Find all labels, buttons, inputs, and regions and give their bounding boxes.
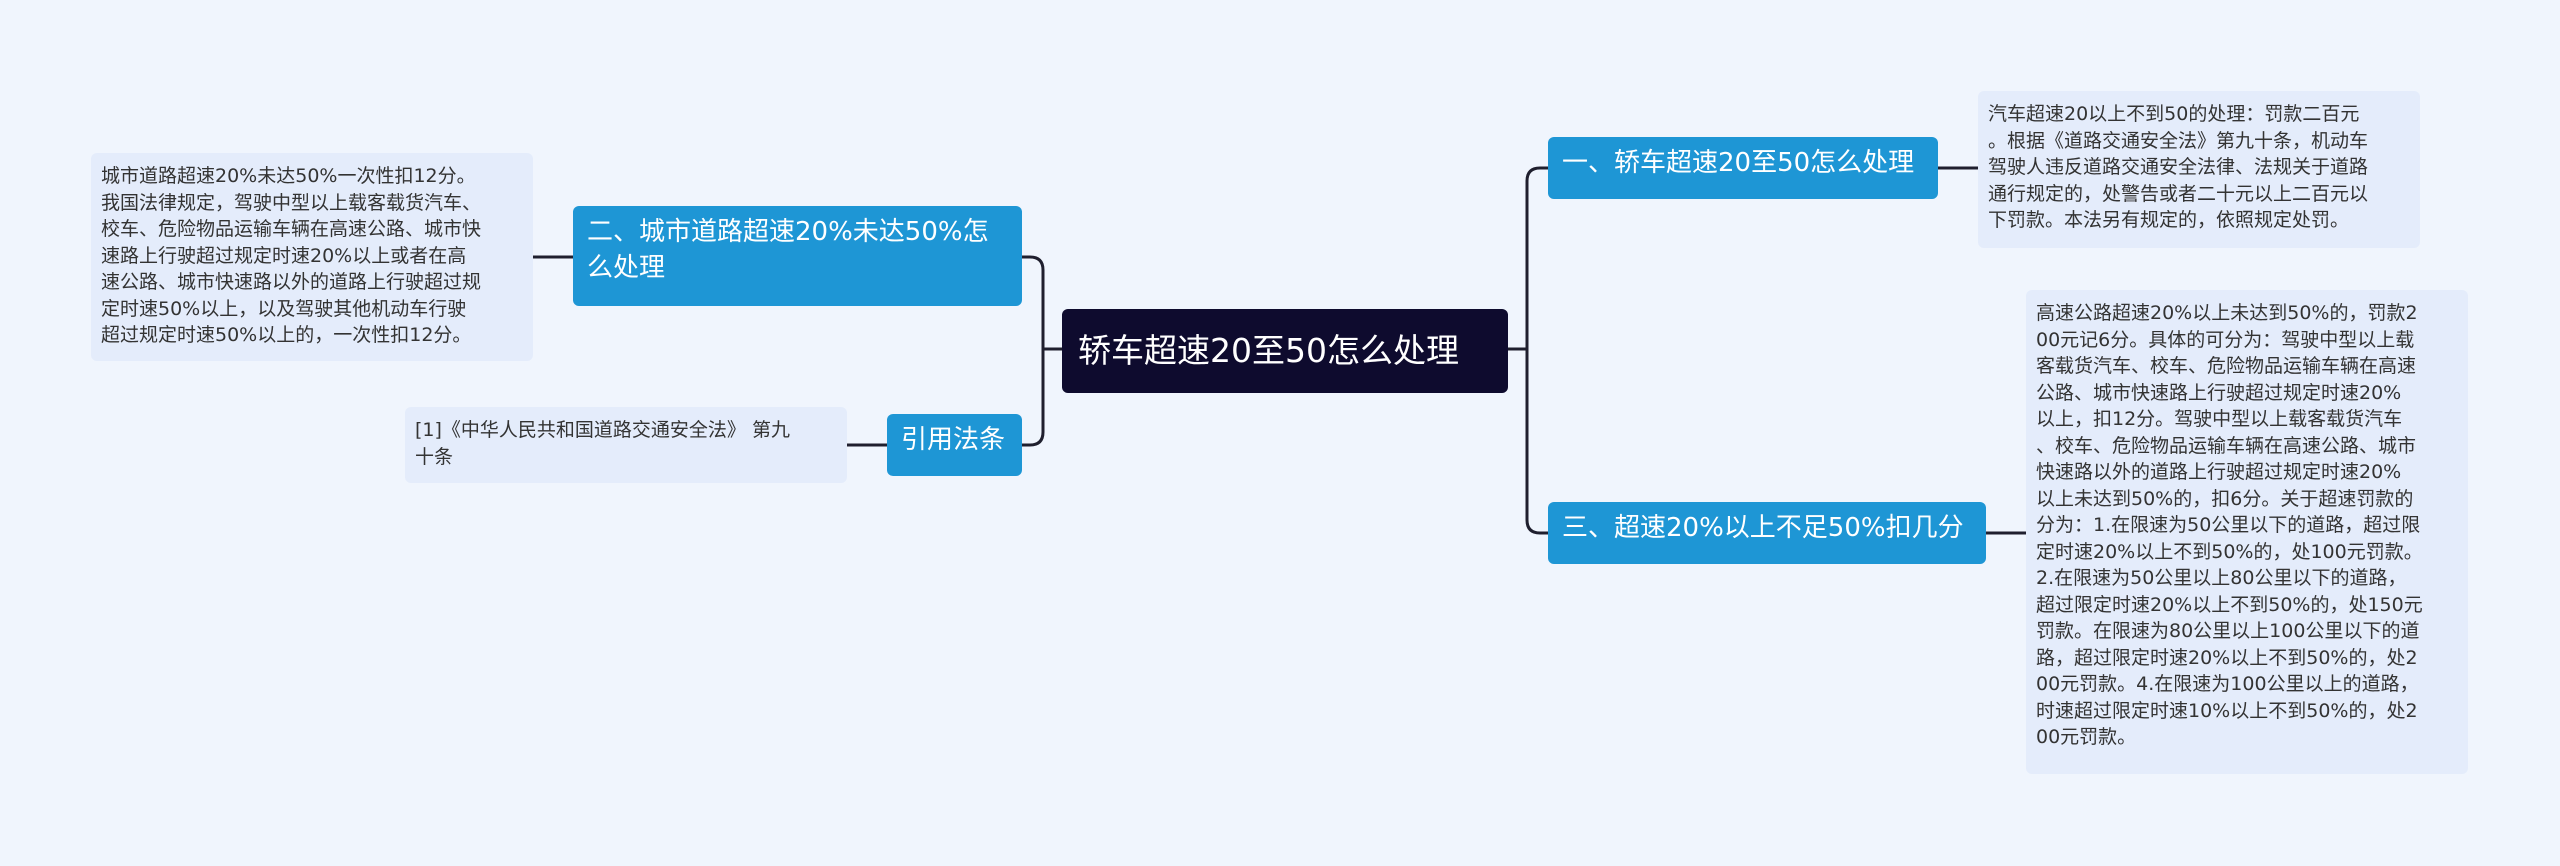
leaf-note-2-line: 超过规定时速50%以上的，一次性扣12分。 [101,324,472,346]
leaf-note-3-line: 以上未达到50%的，扣6分。关于超速罚款的 [2036,487,2414,510]
leaf-note-1[interactable]: 汽车超速20以上不到50的处理：罚款二百元 。根据《道路交通安全法》第九十条，机… [1978,91,2420,248]
leaf-note-3-line: 00元罚款。4.在限速为100公里以上的道路， [2036,673,2419,695]
leaf-note-3-line: 罚款。在限速为80公里以上100公里以下的道 [2036,620,2420,642]
leaf-note-1-line: 下罚款。本法另有规定的，依照规定处罚。 [1988,209,2350,231]
root-topic[interactable]: 轿车超速20至50怎么处理 [1062,309,1508,393]
connector-b3 [1525,349,1548,535]
leaf-note-3-line: 以上，扣12分。驾驶中型以上载客载货汽车 [2036,408,2403,430]
leaf-note-3-line: 00元记6分。具体的可分为：驾驶中型以上载 [2036,328,2415,351]
leaf-note-3-line: 客载货汽车、校车、危险物品运输车辆在高速 [2036,355,2417,377]
leaf-note-3-line: 路，超过限定时速20%以上不到50%的，处2 [2036,646,2418,669]
branch-topic-3[interactable]: 三、超速20%以上不足50%扣几分 [1548,502,1986,564]
leaf-note-4-line: [1]《中华人民共和国道路交通安全法》 第九 [415,419,790,441]
root-topic-label: 轿车超速20至50怎么处理 [1078,331,1459,370]
branch-topic-3-label: 三、超速20%以上不足50%扣几分 [1562,513,1964,543]
leaf-note-3-line: 分为：1.在限速为50公里以下的道路，超过限 [2036,514,2421,536]
leaf-note-4-line: 十条 [415,445,454,468]
connector-b2 [1022,255,1045,349]
leaf-note-4[interactable]: [1]《中华人民共和国道路交通安全法》 第九 十条 [405,407,847,483]
leaf-note-2[interactable]: 城市道路超速20%未达50%一次性扣12分。 我国法律规定，驾驶中型以上载客载货… [91,153,533,361]
leaf-note-1-line: 。根据《道路交通安全法》第九十条，机动车 [1988,129,2369,152]
connector-b1 [1525,166,1548,349]
branch-topic-1-label: 一、轿车超速20至50怎么处理 [1562,148,1915,178]
leaf-note-3-line: 公路、城市快速路上行驶超过规定时速20% [2036,381,2402,404]
leaf-note-1-line: 驾驶人违反道路交通安全法律、法规关于道路 [1988,156,2369,178]
branch-topic-2-label: 二、城市道路超速20%未达50%怎么处理 [587,217,989,283]
leaf-note-1-line: 通行规定的，处警告或者二十元以上二百元以 [1988,182,2369,205]
leaf-note-3-line: 高速公路超速20%以上未达到50%的，罚款2 [2036,302,2418,324]
leaf-note-3-line: 定时速20%以上不到50%的，处100元罚款。 [2036,540,2423,563]
branch-topic-4[interactable]: 引用法条 [887,414,1022,476]
leaf-note-3[interactable]: 高速公路超速20%以上未达到50%的，罚款2 00元记6分。具体的可分为：驾驶中… [2026,290,2468,774]
branch-topic-2[interactable]: 二、城市道路超速20%未达50%怎么处理 [573,206,1022,306]
connector-b4 [1022,349,1045,447]
leaf-note-2-line: 我国法律规定，驾驶中型以上载客载货汽车、 [101,191,482,214]
leaf-note-2-line: 校车、危险物品运输车辆在高速公路、城市快 [101,218,482,240]
leaf-note-2-line: 城市道路超速20%未达50%一次性扣12分。 [101,165,476,187]
leaf-note-2-line: 定时速50%以上，以及驾驶其他机动车行驶 [101,297,467,320]
leaf-note-3-line: 、校车、危险物品运输车辆在高速公路、城市 [2036,434,2417,457]
leaf-note-3-line: 时速超过限定时速10%以上不到50%的，处2 [2036,699,2418,722]
leaf-note-3-line: 2.在限速为50公里以上80公里以下的道路， [2036,567,2407,589]
leaf-note-2-line: 速公路、城市快速路以外的道路上行驶超过规 [101,271,482,293]
leaf-note-2-line: 速路上行驶超过规定时速20%以上或者在高 [101,244,467,267]
branch-topic-4-label: 引用法条 [901,425,1006,455]
branch-topic-1[interactable]: 一、轿车超速20至50怎么处理 [1548,137,1938,199]
leaf-note-1-line: 汽车超速20以上不到50的处理：罚款二百元 [1988,103,2360,125]
leaf-note-3-line: 快速路以外的道路上行驶超过规定时速20% [2036,461,2402,483]
leaf-note-3-line: 超过限定时速20%以上不到50%的，处150元 [2036,593,2423,616]
leaf-note-3-line: 00元罚款。 [2036,726,2137,748]
